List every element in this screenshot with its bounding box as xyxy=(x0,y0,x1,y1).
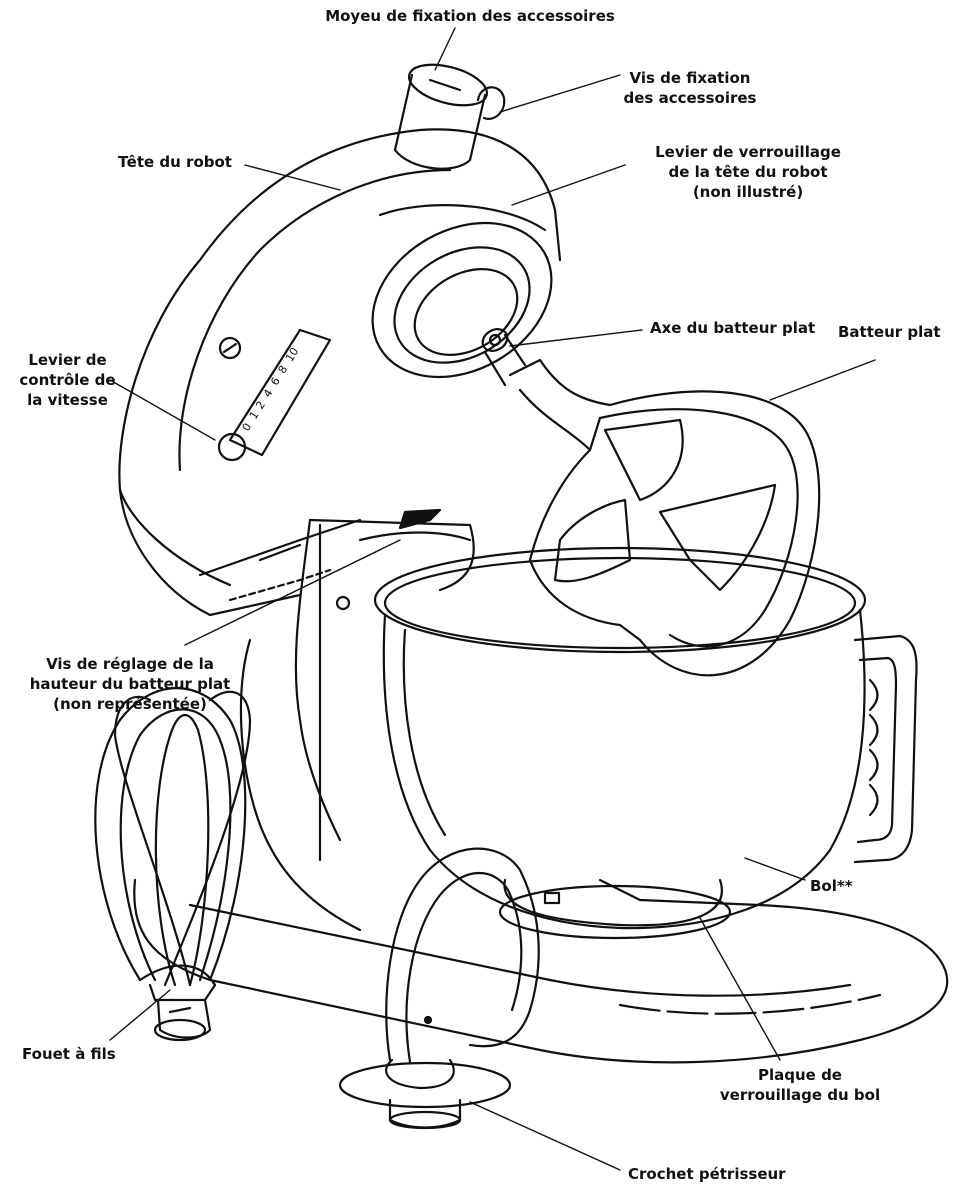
planetary-housing xyxy=(371,204,553,379)
flat-beater xyxy=(508,358,821,677)
leader-moyeu xyxy=(434,27,456,71)
speed-mark-8: 8 xyxy=(276,363,291,376)
leader-levier-verrouillage xyxy=(511,164,626,206)
bowl xyxy=(373,546,918,940)
leader-plaque xyxy=(699,917,781,1061)
leader-vis-reglage xyxy=(184,539,401,646)
label-vis-fixation: Vis de fixation des accessoires xyxy=(623,69,757,107)
leader-levier-vitesse xyxy=(109,379,216,441)
label-vis-reglage: Vis de réglage de la hauteur du batteur … xyxy=(29,655,231,713)
label-plaque: Plaque de verrouillage du bol xyxy=(719,1066,881,1104)
label-batteur: Batteur plat xyxy=(838,323,941,341)
speed-mark-10: 10 xyxy=(283,345,301,364)
label-levier-verrouillage: Levier de verrouillage de la tête du rob… xyxy=(655,143,841,201)
speed-mark-2: 2 xyxy=(253,399,268,412)
label-fouet: Fouet à fils xyxy=(22,1045,116,1063)
speed-mark-1: 1 xyxy=(247,409,262,422)
leader-lines xyxy=(109,27,876,1171)
beater-shaft xyxy=(481,328,527,387)
wire-whip xyxy=(94,687,252,1042)
attachment-hub xyxy=(393,63,506,170)
leader-vis-fixation xyxy=(499,74,621,113)
label-levier-vitesse: Levier de contrôle de la vitesse xyxy=(19,351,116,409)
label-tete: Tête du robot xyxy=(118,153,232,171)
leader-crochet xyxy=(469,1101,621,1171)
label-bol: Bol** xyxy=(810,877,853,895)
mixer-column xyxy=(239,518,475,932)
height-adjust-slot xyxy=(398,508,442,530)
mixer-base xyxy=(133,878,949,1064)
dough-hook xyxy=(338,847,540,1130)
label-crochet: Crochet pétrisseur xyxy=(628,1165,786,1183)
speed-mark-6: 6 xyxy=(268,375,283,388)
leader-bol xyxy=(744,857,806,881)
leader-batteur xyxy=(769,359,876,401)
leader-fouet xyxy=(109,989,171,1041)
speed-mark-0: 0 xyxy=(240,421,255,434)
speed-dial: 0 1 2 4 6 8 10 xyxy=(240,345,302,433)
label-axe: Axe du batteur plat xyxy=(650,319,816,337)
mixer-head xyxy=(118,128,562,617)
speed-mark-4: 4 xyxy=(261,387,276,400)
leader-axe xyxy=(509,329,643,347)
leader-tete xyxy=(244,164,341,191)
label-moyeu: Moyeu de fixation des accessoires xyxy=(325,7,615,25)
